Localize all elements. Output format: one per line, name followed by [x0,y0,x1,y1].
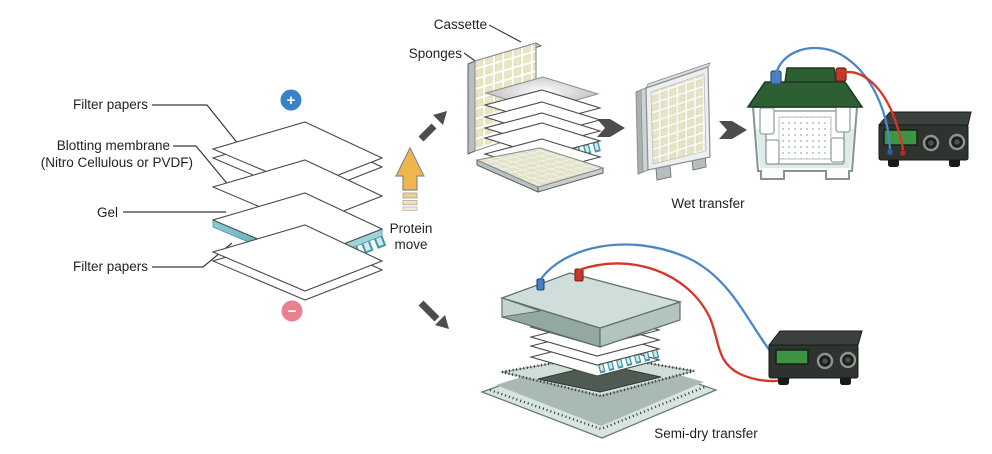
closed-cassette [635,62,711,181]
power-supply-screen-2 [775,349,809,365]
leader-line-filter-top [152,104,244,151]
semi-dry-lid [499,272,683,348]
filter-papers-bottom-label: Filter papers [73,259,148,274]
wet-cables [774,46,906,156]
transfer-stack: Filter papers Blotting membrane (Nitro C… [41,89,387,322]
protein-move-label: Protein move [390,221,433,252]
arrow-down-right-icon [418,300,449,329]
blotting-membrane-sublabel: (Nitro Cellulous or PVDF) [41,155,193,170]
semi-dry-gel-teeth [597,349,660,374]
arrow-right-icon-1 [597,119,625,137]
electrode-grid [778,116,832,160]
cassette-label: Cassette [434,17,487,32]
cable-red [841,70,905,151]
leader-line-membrane [173,145,231,188]
semi-dry-transfer-label: Semi-dry transfer [654,426,758,441]
base-stipple-rim [501,353,695,398]
power-supply-wet [877,111,972,167]
power-supply-semi-dry [767,330,863,385]
protein-move-arrow-icon [395,146,425,211]
filter-papers-top-label: Filter papers [73,97,148,112]
semi-dry-terminal-red [574,268,584,282]
cable-blue-semi [540,243,783,367]
gel-label: Gel [97,205,118,220]
arrow-up-right-icon [418,111,447,142]
svg-text:move: move [394,237,427,252]
cable-red-semi [578,262,799,383]
power-supply-knobs [922,133,966,152]
arrow-right-icon-2 [719,121,747,139]
svg-text:Protein: Protein [390,221,433,236]
tank-lid [746,67,864,108]
minus-symbol: − [288,303,297,320]
filter-paper-bottom-sheets [211,224,384,301]
tank-terminal-red [835,67,847,82]
cassette-front-panel [475,147,605,193]
cable-blue [774,46,892,150]
wet-transfer-tank [746,67,864,180]
open-cassette-assembly: Cassette Sponges [409,17,605,193]
minus-terminal-icon: − [281,300,303,322]
semi-dry-assembly [480,268,718,439]
plus-symbol: + [287,92,296,109]
sponges-label: Sponges [409,46,463,61]
leader-line-cassette [488,24,522,43]
plus-terminal-icon: + [280,89,302,111]
cassette-grid-face [650,73,707,165]
semi-dry-terminal-blue [536,278,545,291]
power-supply-knobs-2 [816,351,857,370]
blotting-membrane-label: Blotting membrane [57,138,170,153]
wet-transfer-label: Wet transfer [671,196,745,211]
